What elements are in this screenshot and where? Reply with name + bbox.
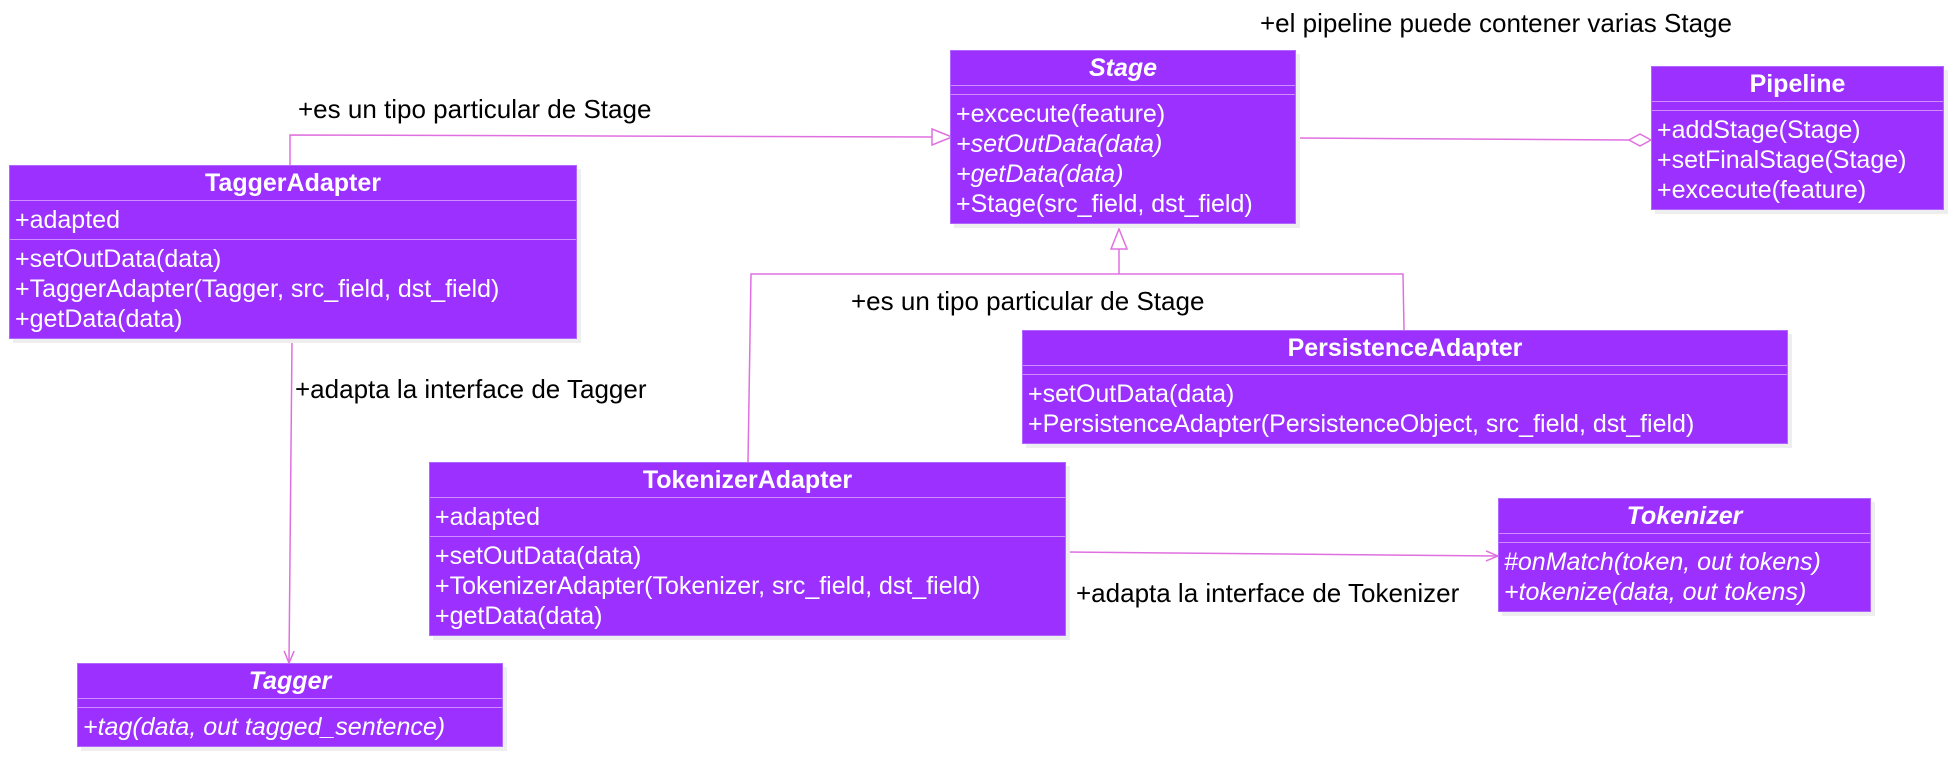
label-adapters-are-stage: +es un tipo particular de Stage [851,286,1205,316]
generalization-adapters-stage [747,273,1405,463]
attributes-section [1652,102,1943,111]
association-tagger-adapter-tagger [289,341,292,663]
operation: +getData(data) [435,602,603,630]
attributes-section [78,699,502,708]
operation: #onMatch(token, out tokens) [1504,548,1821,576]
operation: +tokenize(data, out tokens) [1504,578,1807,606]
attribute: +adapted [435,503,540,531]
attributes-section [1023,366,1787,375]
class-name: PersistenceAdapter [1023,331,1787,366]
class-name: Tokenizer [1499,499,1870,534]
label-adapts-tagger: +adapta la interface de Tagger [295,374,647,404]
operations-section: +setOutData(data) +PersistenceAdapter(Pe… [1023,375,1787,443]
label-adapts-tokenizer: +adapta la interface de Tokenizer [1076,578,1460,608]
operations-section: +addStage(Stage) +setFinalStage(Stage) +… [1652,111,1943,209]
class-name: Stage [951,51,1295,86]
operations-section: +tag(data, out tagged_sentence) [78,708,502,746]
operation: +excecute(feature) [956,100,1166,128]
operations-section: +setOutData(data) +TokenizerAdapter(Toke… [430,537,1065,635]
operation: +TaggerAdapter(Tagger, src_field, dst_fi… [15,275,500,303]
operation: +tag(data, out tagged_sentence) [83,713,446,741]
class-name: Tagger [78,664,502,699]
operation: +Stage(src_field, dst_field) [956,190,1253,218]
class-tokenizer[interactable]: Tokenizer #onMatch(token, out tokens) +t… [1498,498,1871,612]
operation: +setOutData(data) [435,542,642,570]
operations-section: +excecute(feature) +setOutData(data) +ge… [951,95,1295,223]
label-pipeline-contains: +el pipeline puede contener varias Stage [1260,8,1732,38]
class-stage[interactable]: Stage +excecute(feature) +setOutData(dat… [950,50,1296,224]
class-tagger-adapter[interactable]: TaggerAdapter +adapted +setOutData(data)… [9,165,577,339]
operation: +getData(data) [15,305,183,333]
attributes-section: +adapted [10,201,576,240]
operation: +addStage(Stage) [1657,116,1861,144]
operations-section: #onMatch(token, out tokens) +tokenize(da… [1499,543,1870,611]
operation: +setOutData(data) [1028,380,1235,408]
class-persistence-adapter[interactable]: PersistenceAdapter +setOutData(data) +Pe… [1022,330,1788,444]
generalization-tagger-adapter-stage [289,134,933,165]
operation: +getData(data) [956,160,1124,188]
attributes-section: +adapted [430,498,1065,537]
operations-section: +setOutData(data) +TaggerAdapter(Tagger,… [10,240,576,338]
operation: +setFinalStage(Stage) [1657,146,1907,174]
generalization-arrowhead-left [931,127,955,147]
operation: +TokenizerAdapter(Tokenizer, src_field, … [435,572,981,600]
association-tokenizer-adapter-tokenizer [1065,552,1498,556]
class-tagger[interactable]: Tagger +tag(data, out tagged_sentence) [77,663,503,747]
class-name: TokenizerAdapter [430,463,1065,498]
class-pipeline[interactable]: Pipeline +addStage(Stage) +setFinalStage… [1651,66,1944,210]
class-tokenizer-adapter[interactable]: TokenizerAdapter +adapted +setOutData(da… [429,462,1066,636]
aggregation-diamond [1627,133,1653,147]
attributes-section [1499,534,1870,543]
class-name: TaggerAdapter [10,166,576,201]
generalization-arrowhead-up [1109,226,1129,250]
attribute: +adapted [15,206,120,234]
aggregation-pipeline-stage [1296,137,1630,141]
attributes-section [951,86,1295,95]
operation: +setOutData(data) [15,245,222,273]
operation: +excecute(feature) [1657,176,1867,204]
class-name: Pipeline [1652,67,1943,102]
label-tagger-is-stage: +es un tipo particular de Stage [298,94,652,124]
operation: +PersistenceAdapter(PersistenceObject, s… [1028,410,1695,438]
operation: +setOutData(data) [956,130,1163,158]
